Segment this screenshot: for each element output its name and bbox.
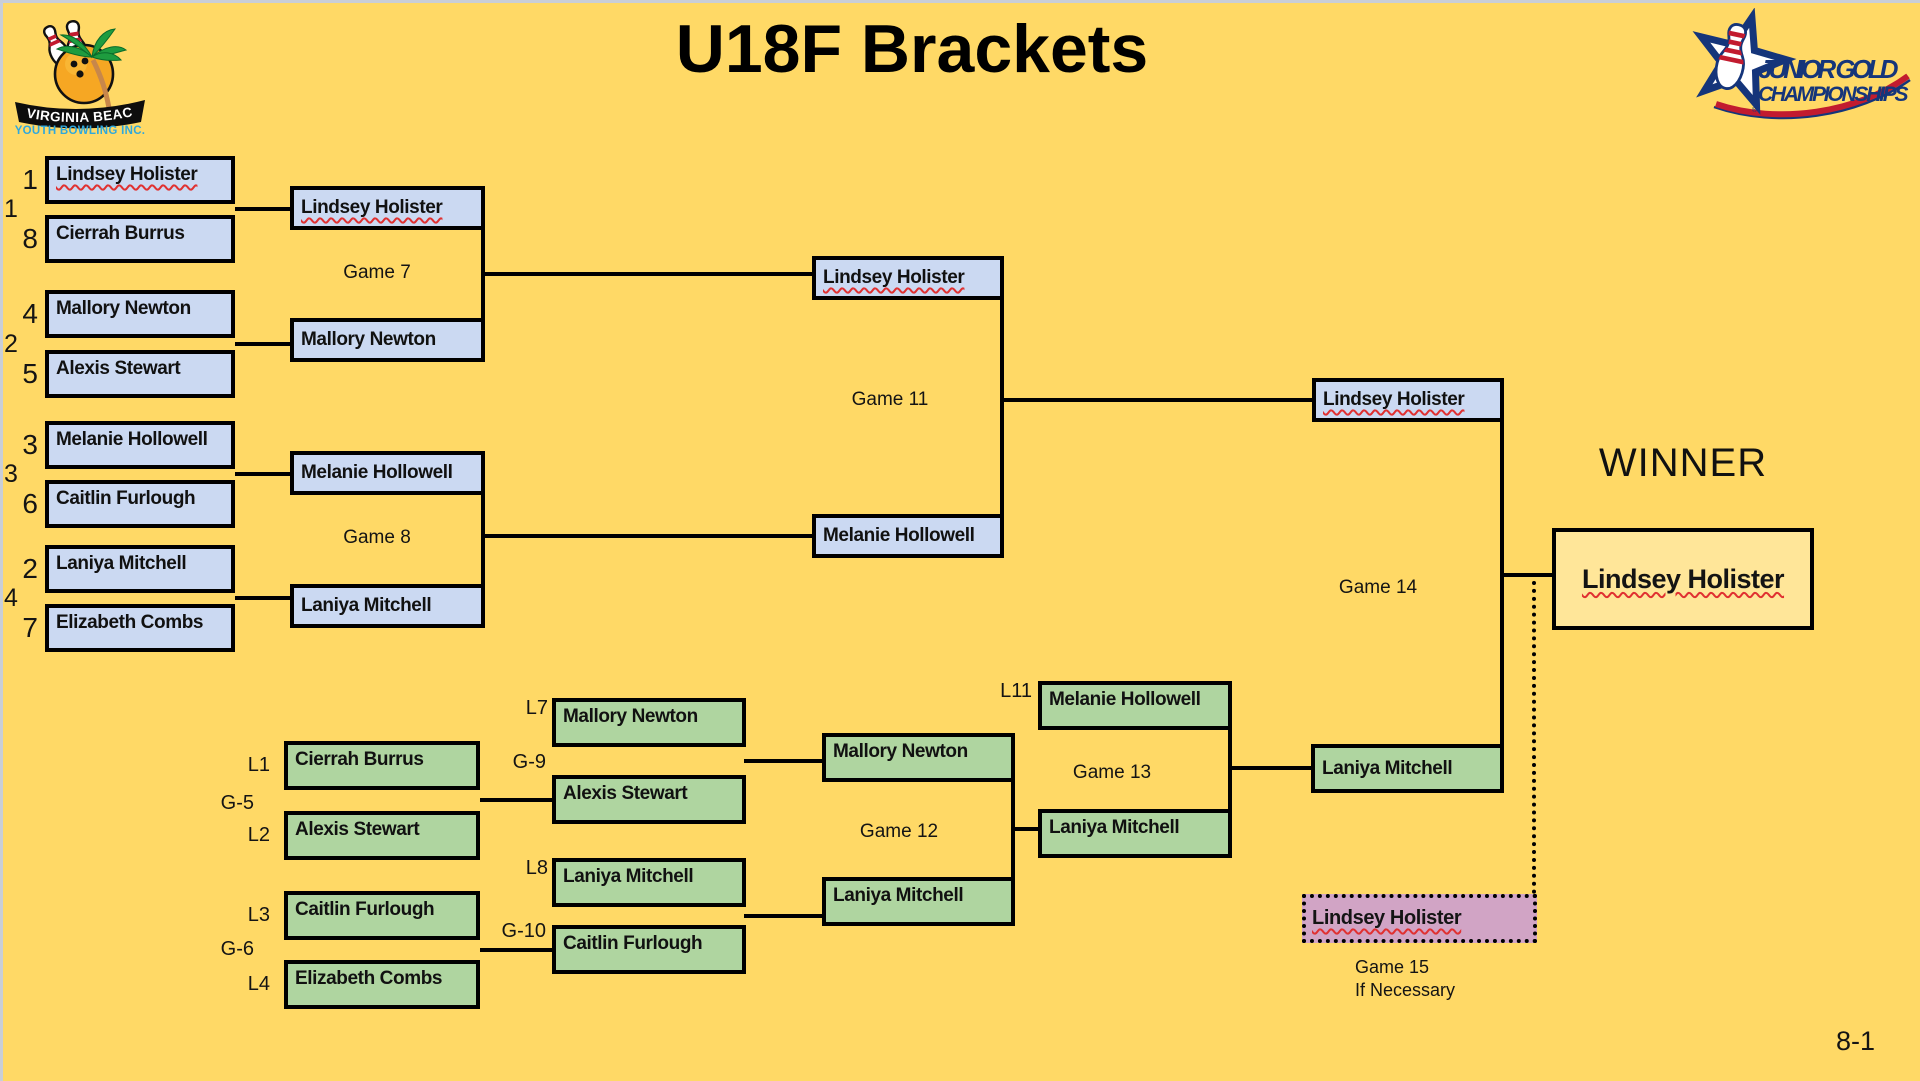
- game-number-1: 1: [4, 195, 18, 223]
- game-15-box: Lindsey Holister: [1302, 894, 1537, 943]
- game-15-label: Game 15: [1355, 957, 1430, 977]
- game-12-label: Game 12: [859, 821, 939, 842]
- virginia-beach-logo: VIRGINIA BEACH YOUTH BOWLING INC.: [7, 8, 152, 141]
- seed-label-3: 3: [22, 429, 38, 460]
- connector-line: [1228, 703, 1232, 837]
- connector-line: [235, 596, 292, 600]
- game-g9-label: G-9: [512, 751, 546, 773]
- lb-r3-box-2: Laniya Mitchell: [822, 877, 1015, 926]
- window-edge-left: [0, 0, 3, 1081]
- game-15-note: Game 15 If Necessary: [1355, 956, 1535, 1002]
- lb-r2-box-2: Alexis Stewart: [552, 775, 746, 824]
- game-g6-label: G-6: [220, 938, 254, 960]
- wb-final-box: Lindsey Holister: [1312, 378, 1504, 422]
- lb-r2-box-3: Laniya Mitchell: [552, 858, 746, 907]
- game-g5-label: G-5: [220, 792, 254, 814]
- game-number-4: 4: [4, 584, 18, 612]
- lb-r1-box-2: Alexis Stewart: [284, 811, 480, 860]
- loser-l4-label: L4: [247, 973, 270, 995]
- loser-l7-label: L7: [525, 697, 548, 719]
- connector-line: [1500, 398, 1504, 772]
- wb-r2-box-4: Laniya Mitchell: [290, 584, 485, 628]
- page-number: 8-1: [1836, 1026, 1876, 1056]
- logo-line1-text: JUNIOR GOLD: [1758, 54, 1899, 84]
- game-g10-label: G-10: [501, 920, 546, 942]
- lb-r1-box-1: Cierrah Burrus: [284, 741, 480, 790]
- game-11-label: Game 11: [851, 389, 929, 410]
- loser-l2-label: L2: [247, 824, 270, 846]
- seed-label-4: 4: [22, 298, 38, 329]
- wb-r1-box-6: Caitlin Furlough: [45, 480, 235, 528]
- connector-line: [235, 342, 292, 346]
- wb-r1-box-7: Laniya Mitchell: [45, 545, 235, 593]
- wb-r3-box-2: Melanie Hollowell: [812, 514, 1004, 558]
- logo-secondary-text: YOUTH BOWLING INC.: [15, 125, 146, 136]
- star-pin-logo-icon: JUNIOR GOLD CHAMPIONSHIPS ®: [1692, 7, 1911, 120]
- bowling-ball-icon: [53, 43, 115, 105]
- loser-l1-label: L1: [247, 754, 270, 776]
- wb-r2-box-2: Mallory Newton: [290, 318, 485, 362]
- loser-l11-label: L11: [1000, 680, 1032, 702]
- connector-line: [1500, 573, 1552, 577]
- seed-label-7: 7: [22, 612, 38, 643]
- lb-r3-box-1: Mallory Newton: [822, 733, 1015, 782]
- lb-r1-box-3: Caitlin Furlough: [284, 891, 480, 940]
- window-edge-top: [0, 0, 1920, 3]
- game-13-label: Game 13: [1072, 762, 1152, 783]
- lb-r4-box-1: Melanie Hollowell: [1038, 681, 1232, 730]
- connector-line: [235, 472, 292, 476]
- wb-r3-box-1: Lindsey Holister: [812, 256, 1004, 300]
- lb-r2-box-1: Mallory Newton: [552, 698, 746, 747]
- lb-champion-box: Laniya Mitchell: [1311, 744, 1504, 793]
- seed-label-2: 2: [22, 553, 38, 584]
- page-title: U18F Brackets: [675, 11, 1149, 87]
- wb-r1-box-8: Elizabeth Combs: [45, 604, 235, 652]
- connector-line: [1000, 276, 1004, 540]
- connector-line: [480, 798, 554, 802]
- winner-heading: WINNER: [1598, 441, 1768, 485]
- connector-line: [481, 272, 812, 276]
- lb-r4-box-2: Laniya Mitchell: [1038, 809, 1232, 858]
- logo-line2-text: CHAMPIONSHIPS: [1758, 83, 1908, 106]
- seed-label-8: 8: [22, 223, 38, 254]
- banner-ribbon: [15, 100, 145, 129]
- wb-r1-box-4: Alexis Stewart: [45, 350, 235, 398]
- wb-r1-box-3: Mallory Newton: [45, 290, 235, 338]
- loser-l8-label: L8: [525, 857, 548, 879]
- game-number-3: 3: [4, 460, 18, 488]
- connector-line: [1011, 827, 1040, 831]
- wb-r1-box-5: Melanie Hollowell: [45, 421, 235, 469]
- winner-box: Lindsey Holister: [1552, 528, 1814, 630]
- connector-line: [744, 759, 824, 763]
- if-necessary-label: If Necessary: [1355, 980, 1456, 1000]
- loser-l3-label: L3: [247, 904, 270, 926]
- seed-label-1: 1: [22, 164, 38, 195]
- connector-line: [480, 948, 554, 952]
- connector-line: [235, 207, 292, 211]
- palm-tree-icon: [55, 28, 128, 109]
- bowling-palm-logo-icon: VIRGINIA BEACH YOUTH BOWLING INC.: [7, 8, 146, 137]
- game-8-label: Game 8: [343, 527, 411, 548]
- connector-line: [1228, 766, 1313, 770]
- seed-label-5: 5: [22, 358, 38, 389]
- game-7-label: Game 7: [343, 262, 411, 283]
- lb-r2-box-4: Caitlin Furlough: [552, 925, 746, 974]
- if-necessary-dotted-line: [1532, 581, 1536, 894]
- junior-gold-logo: JUNIOR GOLD CHAMPIONSHIPS ®: [1688, 7, 1916, 129]
- connector-line: [481, 534, 812, 538]
- connector-line: [481, 471, 485, 609]
- swoosh-icon: [1713, 73, 1911, 120]
- wb-r2-box-3: Melanie Hollowell: [290, 451, 485, 495]
- wb-r2-box-1: Lindsey Holister: [290, 186, 485, 230]
- wb-r1-box-1: Lindsey Holister: [45, 156, 235, 204]
- game-14-label: Game 14: [1338, 577, 1418, 598]
- seed-label-6: 6: [22, 488, 38, 519]
- wb-r1-box-2: Cierrah Burrus: [45, 215, 235, 263]
- game-number-2: 2: [4, 330, 18, 358]
- connector-line: [1000, 398, 1312, 402]
- registered-mark: ®: [1752, 106, 1758, 114]
- connector-line: [744, 914, 824, 918]
- lb-r1-box-4: Elizabeth Combs: [284, 960, 480, 1009]
